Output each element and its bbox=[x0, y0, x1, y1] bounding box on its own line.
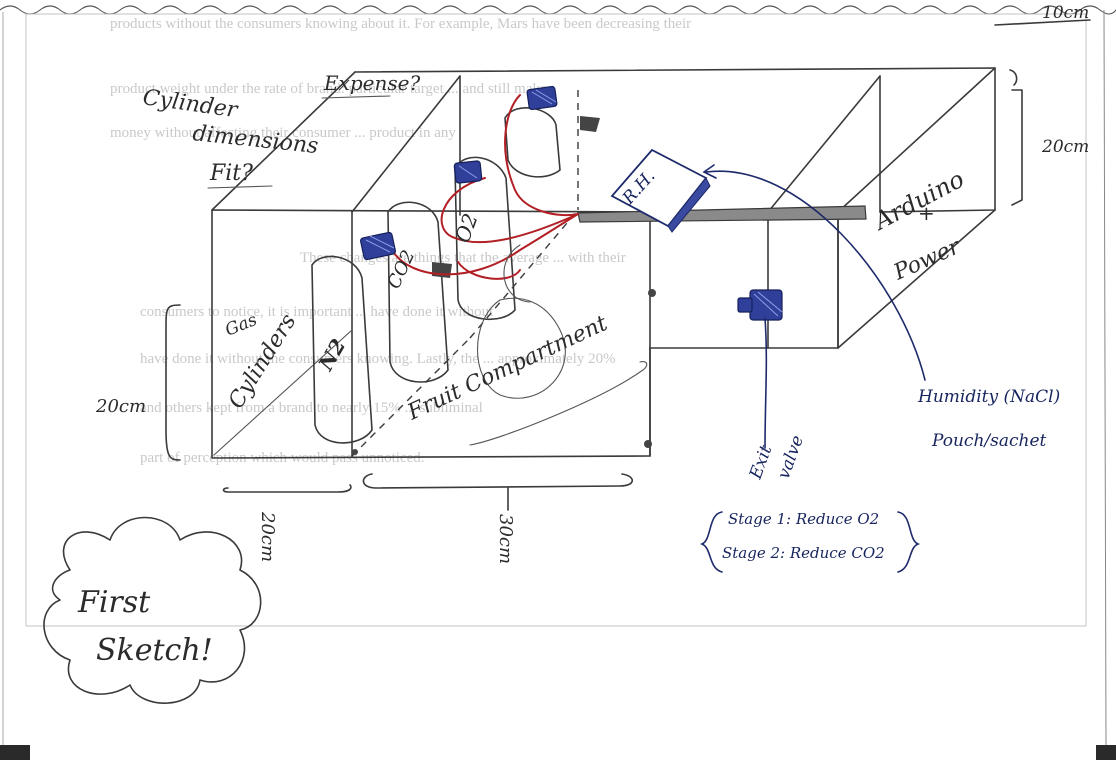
n2-label: N2 bbox=[313, 335, 350, 376]
partition-edge bbox=[768, 76, 880, 212]
fit-label: Fit? bbox=[209, 161, 253, 186]
box-foot bbox=[352, 449, 358, 455]
background-text-line: These changes are things that the averag… bbox=[300, 250, 626, 266]
valve-icon bbox=[454, 161, 482, 184]
plus-label: + bbox=[918, 201, 935, 225]
humidity-label: Humidity (NaCl) bbox=[917, 387, 1060, 407]
background-text-line: products without the consumers knowing a… bbox=[110, 16, 691, 32]
exit-valve-arrow bbox=[765, 318, 766, 448]
o2-label: O2 bbox=[450, 210, 483, 246]
box-foot bbox=[648, 289, 656, 297]
thirty-cm-label: 30cm bbox=[495, 514, 516, 564]
first-sketch-label: Sketch! bbox=[96, 633, 213, 668]
scan-gap-bottom bbox=[30, 745, 1096, 760]
box-edge bbox=[838, 210, 995, 348]
top-cylinder bbox=[505, 108, 560, 177]
first-sketch-cloud bbox=[44, 518, 261, 704]
valve-icon bbox=[527, 86, 558, 110]
dim-squiggle bbox=[1010, 70, 1017, 85]
dim-bracket-height bbox=[166, 305, 180, 460]
paper-top-edge bbox=[0, 6, 1116, 14]
exit-valve-icon bbox=[738, 290, 782, 320]
electronics-compartment bbox=[650, 212, 838, 348]
stage-left-bracket bbox=[702, 512, 722, 572]
stage1-label: Stage 1: Reduce O2 bbox=[728, 510, 879, 528]
tube bbox=[505, 95, 578, 215]
expense-label: Expense? bbox=[323, 71, 420, 95]
rh-sensor-shelf bbox=[578, 206, 866, 222]
power-label: Power bbox=[889, 234, 965, 286]
dim-bracket-20cm-bottom bbox=[224, 485, 351, 492]
ten-cm-label: 10cm bbox=[1042, 3, 1089, 23]
box-foot bbox=[644, 440, 652, 448]
stage-right-bracket bbox=[898, 512, 918, 572]
first-sketch-label: First bbox=[77, 585, 151, 620]
twenty-cm-bottom-label: 20cm bbox=[257, 511, 278, 562]
background-text-line: consumers to notice, it is important ...… bbox=[140, 304, 494, 320]
paper-right-edge bbox=[1104, 10, 1106, 745]
fit-underline bbox=[208, 186, 272, 188]
fruit-compartment-label: Fruit Compartment bbox=[403, 311, 611, 426]
dim-bracket-30cm-bottom bbox=[363, 474, 632, 488]
cylinder-nozzle bbox=[432, 262, 452, 278]
humidity-label: Pouch/sachet bbox=[931, 431, 1047, 451]
dim-bracket-20cm-right bbox=[1012, 90, 1022, 205]
cylinder-nozzle bbox=[580, 116, 600, 132]
stage2-label: Stage 2: Reduce CO2 bbox=[722, 544, 885, 562]
twenty-cm-right-label: 20cm bbox=[1041, 137, 1089, 157]
exit-valve-label: Exit bbox=[746, 443, 777, 483]
twenty-cm-left-label: 20cm bbox=[95, 396, 146, 417]
exit-valve-label: valve bbox=[774, 433, 808, 482]
